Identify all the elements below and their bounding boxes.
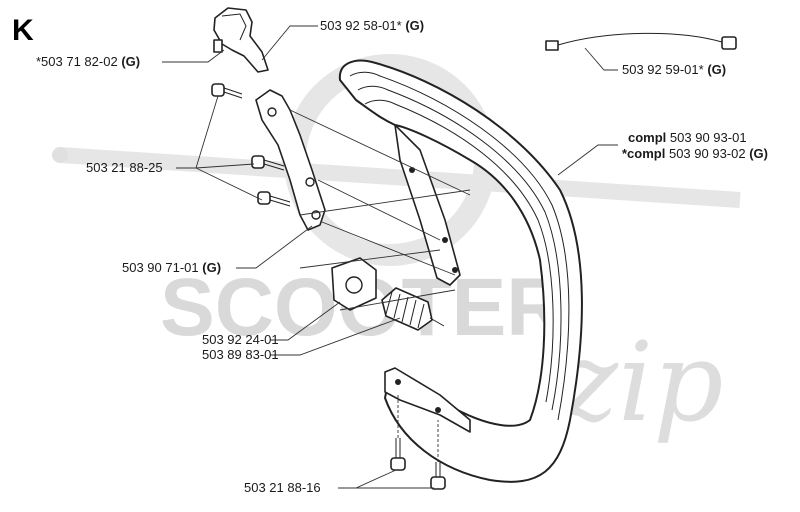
leader-lines [162,25,618,489]
section-letter: K [12,14,34,47]
leader-p2 [261,25,318,61]
bracket-body [255,89,326,231]
watermark-bar [59,147,741,208]
screw-3-head [257,191,271,205]
label-p4b: *compl 503 90 93-02 (G) [622,146,768,161]
leader-p6 [236,225,313,269]
leader-p4 [557,144,618,176]
cable-plug-right [721,36,737,50]
spring-part [381,287,445,331]
handle-hole-2 [442,237,448,243]
label-p3: 503 92 59-01* (G) [622,62,726,77]
bracket-hole-2 [305,177,315,187]
screw-2-shaft [263,159,285,171]
bracket-hole-1 [267,107,277,117]
label-p7: 503 92 24-01 [202,332,279,347]
leader-p7 [270,301,341,341]
spring-stud [429,317,445,327]
screw-2-head [251,155,265,169]
screw-5-shaft [435,462,441,478]
screw-4-head [390,457,406,471]
screw-1-head [211,83,225,97]
handle-bar [338,59,583,483]
label-p6: 503 90 71-01 (G) [122,260,221,275]
bracket-part [255,89,326,231]
watermark-dot [52,147,68,163]
leader-p5 [176,95,263,201]
guide-lines-screws [397,395,439,462]
handle-foot [384,367,471,433]
foot-hole-1 [395,379,401,385]
spring-coils [385,291,425,329]
leader-p8 [270,317,401,356]
guide-lines-clamp [299,249,456,311]
clamp-part [331,257,377,311]
screw-1-shaft [223,87,243,99]
handle-groove-1 [349,71,570,421]
trigger-tab [213,39,223,53]
trigger-detail [221,13,247,41]
handle-mount-tab [394,124,461,286]
foot-hole-2 [435,407,441,413]
assembly-lines [289,109,471,462]
label-p8: 503 89 83-01 [202,347,279,362]
leader-p1 [162,49,225,63]
trigger-part [213,7,269,73]
label-p1: *503 71 82-02 (G) [36,54,140,69]
watermark-script: zip [558,318,724,446]
spring-body [381,287,433,331]
screw-3-shaft [269,195,291,207]
leader-p3 [584,47,618,71]
cable-wire [557,32,723,46]
screws-upper [211,83,291,207]
handle-hole-3 [452,267,458,273]
leader-p9 [338,469,434,489]
screw-5-head [430,476,446,490]
label-p2: 503 92 58-01* (G) [320,18,424,33]
screws-lower [390,438,446,490]
label-p4a: compl 503 90 93-01 [628,130,747,145]
handle-groove-3 [364,99,554,403]
label-p9: 503 21 88-16 [244,480,321,495]
guide-lines-bracket [289,109,471,276]
label-p5: 503 21 88-25 [86,160,163,175]
screw-4-shaft [395,438,401,460]
clamp-hole [345,276,363,294]
cable-plug-left [545,40,559,51]
cable-part [545,32,737,51]
handle-groove-2 [357,85,562,411]
